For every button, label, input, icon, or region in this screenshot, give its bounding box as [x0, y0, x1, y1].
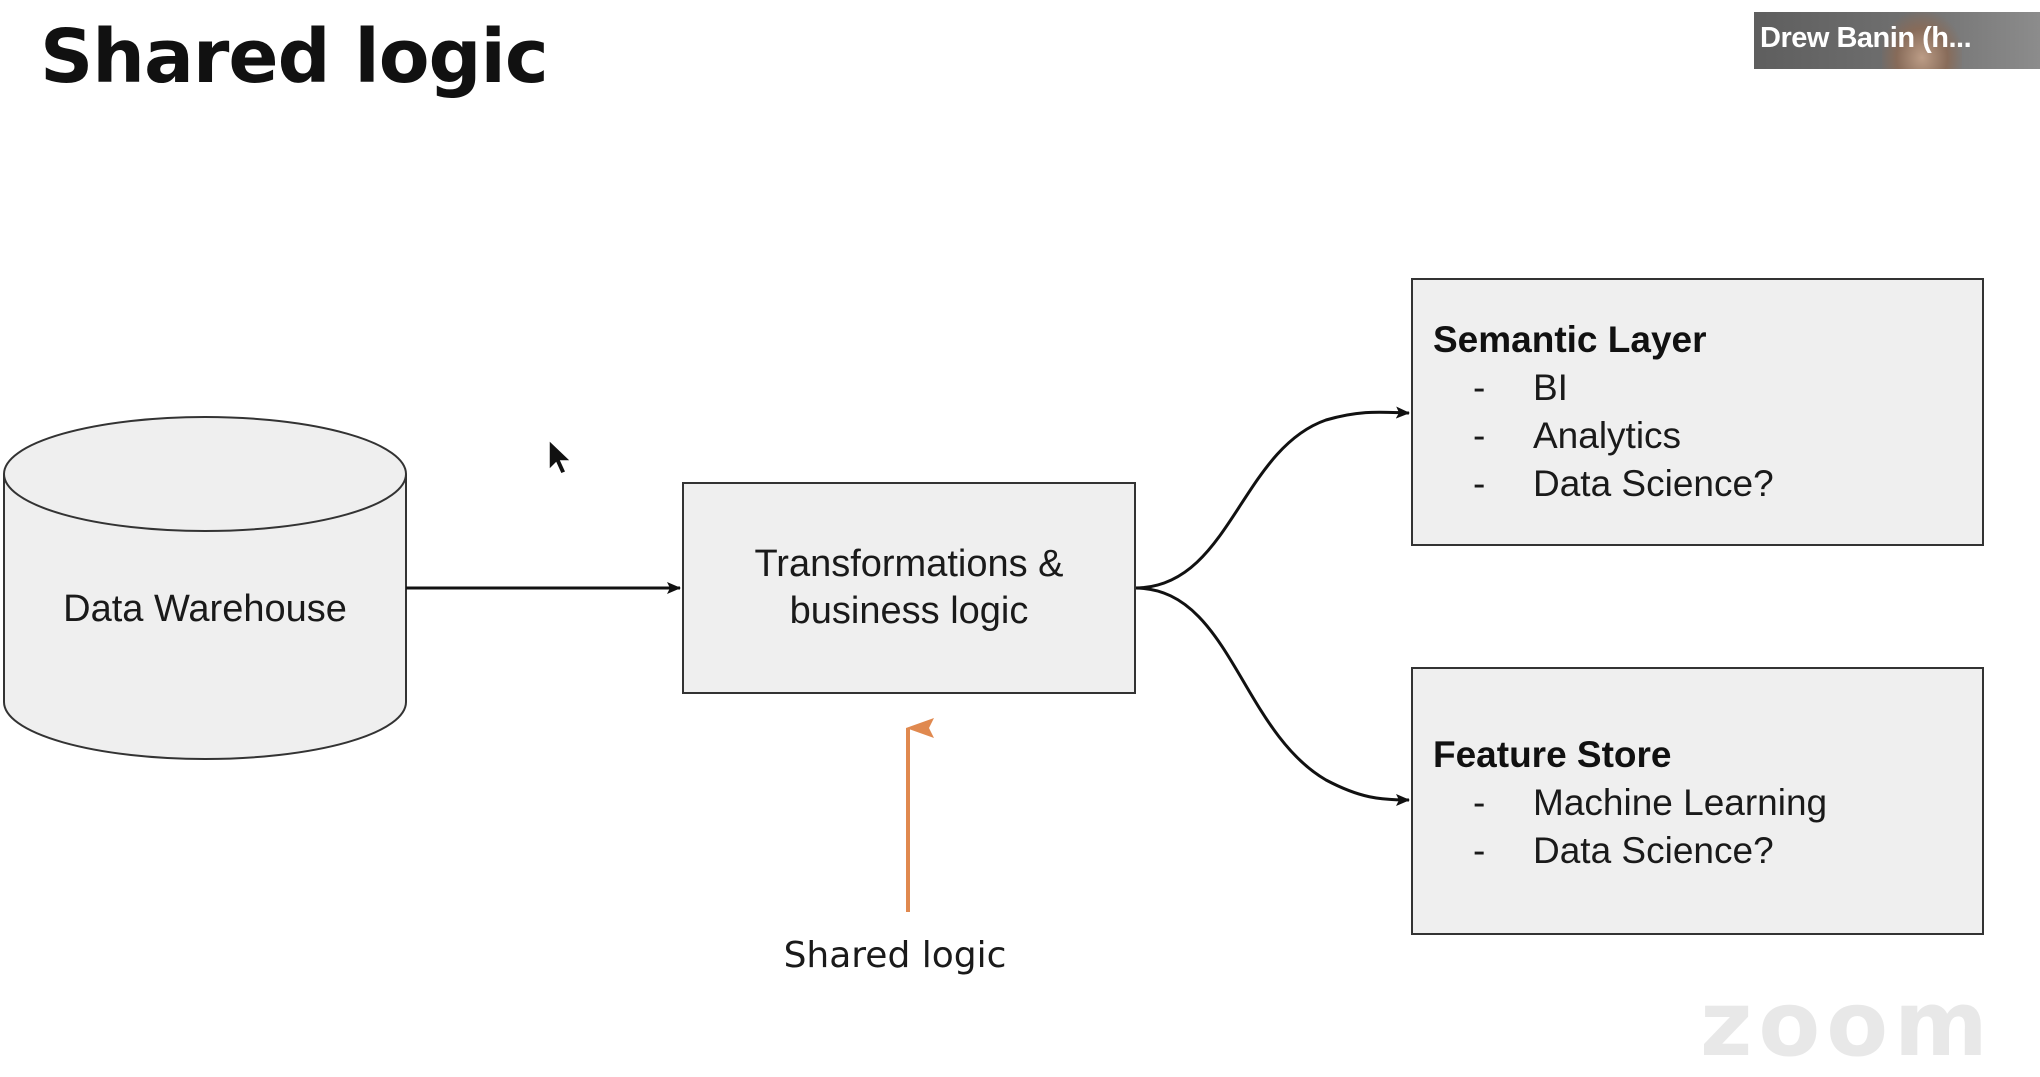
list-item-label: BI: [1533, 367, 1568, 408]
bullet-dash: -: [1473, 463, 1486, 504]
data-warehouse-cylinder: [3, 416, 407, 760]
list-item: - Data Science?: [1433, 460, 1982, 508]
semantic-layer-box: Semantic Layer - BI - Analytics - Data S…: [1411, 278, 1984, 546]
list-item-label: Analytics: [1533, 415, 1682, 456]
list-item-label: Data Science?: [1533, 830, 1774, 871]
participant-video-feed: [1882, 12, 1962, 69]
slide-title: Shared logic: [40, 14, 549, 100]
list-item-label: Data Science?: [1533, 463, 1774, 504]
participant-name: Drew Banin (h...: [1760, 22, 1972, 54]
transformations-label-line1: Transformations &: [754, 543, 1064, 585]
transformations-label-line2: business logic: [789, 590, 1029, 632]
list-item: - BI: [1433, 364, 1982, 412]
participant-video-tile[interactable]: Drew Banin (h...: [1754, 12, 2040, 69]
bullet-dash: -: [1473, 367, 1486, 408]
list-item: - Analytics: [1433, 412, 1982, 460]
bullet-dash: -: [1473, 782, 1486, 823]
bullet-dash: -: [1473, 415, 1486, 456]
diagram-canvas: [3, 406, 1410, 912]
zoom-watermark: zoom: [1700, 972, 1994, 1077]
list-item-label: Machine Learning: [1533, 782, 1828, 823]
bullet-dash: -: [1473, 830, 1486, 871]
list-item: - Machine Learning: [1433, 779, 1982, 827]
feature-store-heading: Feature Store: [1433, 734, 1672, 775]
feature-store-box: Feature Store - Machine Learning - Data …: [1411, 667, 1984, 935]
shared-logic-label: Shared logic: [783, 935, 1007, 976]
semantic-layer-heading: Semantic Layer: [1433, 319, 1707, 360]
arrow-transform-to-semantic-layer: [1134, 406, 1410, 590]
data-warehouse-label: Data Warehouse: [63, 588, 347, 630]
mouse-pointer-icon: [548, 438, 573, 475]
arrow-transform-to-feature-store: [1134, 586, 1410, 806]
list-item: - Data Science?: [1433, 827, 1982, 875]
transformations-box: Transformations & business logic: [682, 482, 1136, 694]
